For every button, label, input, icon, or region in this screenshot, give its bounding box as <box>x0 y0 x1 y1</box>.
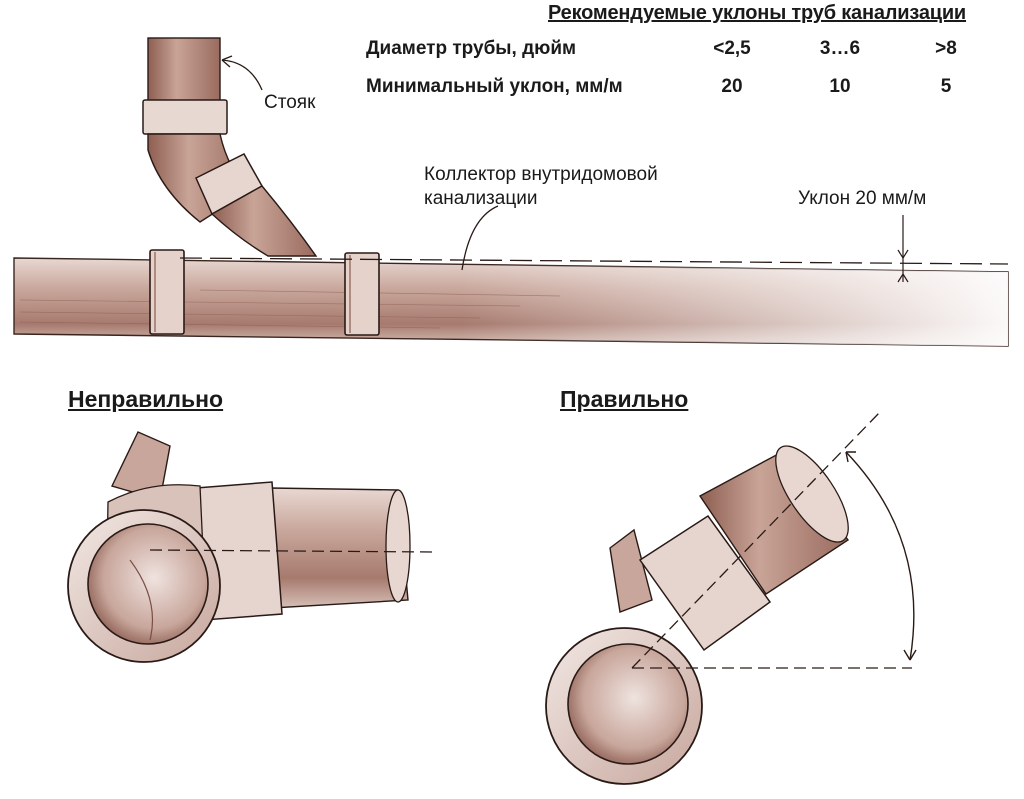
label-riser: Стояк <box>264 92 316 113</box>
riser-leader-line <box>221 59 263 91</box>
cell-slope-3: 5 <box>940 76 952 97</box>
label-collector-line2: канализации <box>424 188 538 209</box>
label-slope: Уклон 20 мм/м <box>798 188 927 209</box>
cell-diameter-1: <2,5 <box>713 38 751 59</box>
angle-arc <box>845 451 915 661</box>
collector-pipe <box>13 257 1009 347</box>
row-label-slope: Минимальный уклон, мм/м <box>366 76 623 97</box>
right-axis-line <box>631 411 881 669</box>
label-collector-line1: Коллектор внутридомовой <box>424 164 658 185</box>
slope-marker <box>897 215 909 283</box>
row-label-diameter: Диаметр трубы, дюйм <box>366 38 577 59</box>
heading-wrong: Неправильно <box>68 386 224 412</box>
coupling-left <box>149 249 185 335</box>
coupling-right <box>344 252 380 336</box>
riser-pipe <box>142 37 318 257</box>
cell-diameter-2: 3…6 <box>819 38 861 59</box>
cell-slope-2: 10 <box>829 76 851 97</box>
heading-right: Правильно <box>560 386 689 412</box>
collector-leader-line <box>461 205 499 271</box>
cell-diameter-3: >8 <box>935 38 957 59</box>
wrong-tee-fitting <box>67 431 411 663</box>
table-title: Рекомендуемые уклоны труб канализации <box>548 2 967 24</box>
right-tee-fitting <box>545 445 850 785</box>
horizontal-reference-line <box>179 257 1009 265</box>
wrong-axis-line <box>149 549 435 553</box>
cell-slope-1: 20 <box>721 76 743 97</box>
